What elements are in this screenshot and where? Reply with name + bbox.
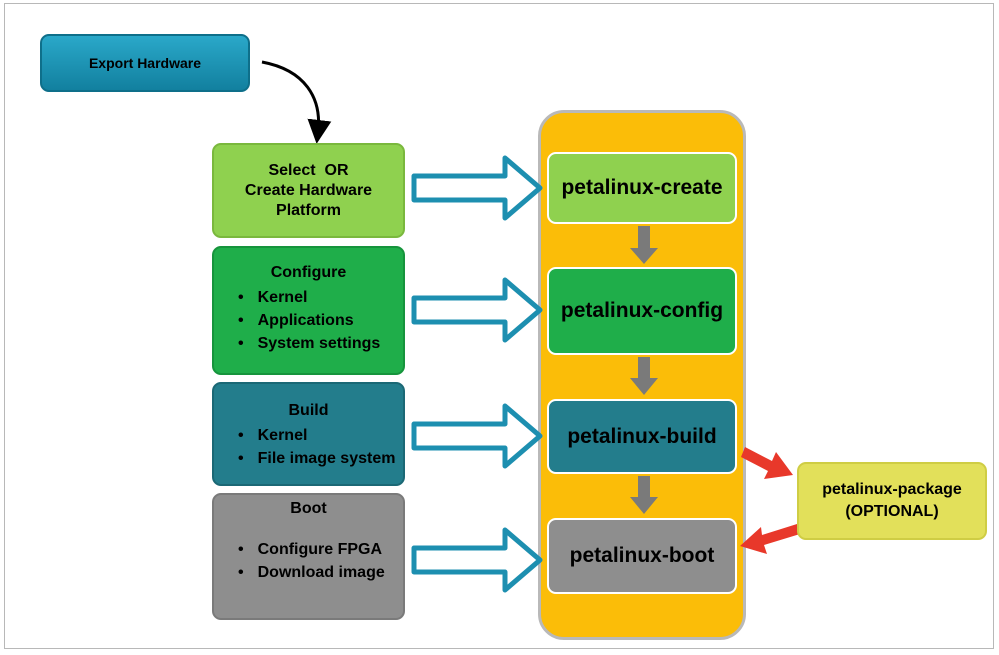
build-list: Kernel File image system <box>224 424 403 470</box>
boot-box: Boot Configure FPGA Download image <box>212 493 405 620</box>
package-line-2: (OPTIONAL) <box>845 503 939 520</box>
gray-down-arrow-3 <box>630 476 658 514</box>
build-box: Build Kernel File image system <box>212 382 405 486</box>
hollow-arrow-boot <box>411 527 543 593</box>
petalinux-package-box: petalinux-package (OPTIONAL) <box>797 462 987 540</box>
select-line-3: Platform <box>276 201 341 219</box>
configure-item-system-settings: System settings <box>238 332 403 355</box>
gray-down-arrow-1 <box>630 226 658 264</box>
cmd-petalinux-boot: petalinux-boot <box>547 518 737 594</box>
build-item-kernel: Kernel <box>238 424 403 447</box>
select-platform-box: Select OR Create Hardware Platform <box>212 143 405 238</box>
configure-item-kernel: Kernel <box>238 286 403 309</box>
configure-item-applications: Applications <box>238 309 403 332</box>
hollow-arrow-config <box>411 277 543 343</box>
cmd-petalinux-config: petalinux-config <box>547 267 737 355</box>
red-arrow-package-to-boot <box>740 524 800 554</box>
boot-list: Configure FPGA Download image <box>224 538 403 584</box>
export-hardware-box: Export Hardware <box>40 34 250 92</box>
export-to-select-arrow <box>261 60 332 144</box>
gray-down-arrow-2 <box>630 357 658 395</box>
select-line-2: Create Hardware <box>244 181 373 199</box>
red-arrow-build-to-package <box>741 447 793 479</box>
select-line-1: Select OR <box>268 161 349 179</box>
hollow-arrow-create <box>411 155 543 221</box>
configure-title: Configure <box>270 264 347 281</box>
configure-list: Kernel Applications System settings <box>224 286 403 355</box>
hollow-arrow-build <box>411 403 543 469</box>
export-hardware-label: Export Hardware <box>88 55 202 71</box>
build-item-file-image-system: File image system <box>238 447 403 470</box>
boot-item-configure-fpga: Configure FPGA <box>238 538 403 561</box>
package-line-1: petalinux-package <box>822 481 962 498</box>
boot-title: Boot <box>290 500 327 517</box>
configure-box: Configure Kernel Applications System set… <box>212 246 405 375</box>
cmd-petalinux-create: petalinux-create <box>547 152 737 224</box>
cmd-petalinux-build: petalinux-build <box>547 399 737 474</box>
diagram-frame <box>4 3 994 649</box>
build-title: Build <box>288 402 329 419</box>
boot-item-download-image: Download image <box>238 561 403 584</box>
